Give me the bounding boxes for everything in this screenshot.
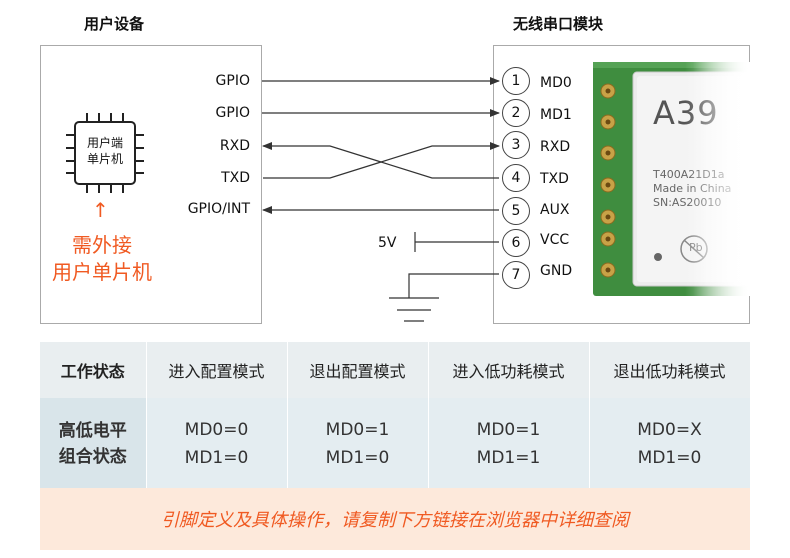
left-pin-gpio-int: GPIO/INT (187, 201, 250, 217)
pin-name-gnd: GND (540, 263, 573, 279)
pin-number-3: 3 (502, 131, 530, 159)
pin-name-txd: TXD (540, 171, 569, 187)
module-title: 无线串口模块 (513, 15, 604, 33)
table-cell: MD0=0 MD1=0 (146, 398, 288, 490)
pin-number-5: 5 (502, 197, 530, 225)
row-label-line2: 组合状态 (58, 447, 127, 467)
table-header-cell: 工作状态 (40, 342, 147, 398)
table-cell: MD0=X MD1=0 (589, 398, 751, 490)
table-cell: MD0=1 MD1=0 (287, 398, 429, 490)
pin-name-md1: MD1 (540, 107, 572, 123)
table-row-label: 高低电平 组合状态 (40, 398, 147, 490)
pin-name-vcc: VCC (540, 232, 570, 248)
wire-txd-rxd (263, 142, 500, 179)
cell-md0: MD0=1 (325, 420, 390, 440)
pin-name-rxd: RXD (540, 139, 571, 155)
pin-number-2: 2 (502, 99, 530, 127)
mcu-note-line2: 用户单片机 (52, 260, 152, 284)
pin-number-6: 6 (502, 229, 530, 257)
mcu-label-line2: 单片机 (86, 152, 123, 166)
cell-md0: MD0=X (637, 420, 702, 440)
left-pin-txd: TXD (221, 170, 250, 186)
wiring-diagram (262, 77, 500, 322)
mcu-note-line1: 需外接 (72, 233, 132, 257)
pin-name-aux: AUX (540, 202, 570, 218)
left-pin-gpio-2: GPIO (215, 105, 250, 121)
table-header-cell: 退出配置模式 (287, 342, 429, 398)
cell-md1: MD1=0 (184, 448, 249, 468)
mode-table: 工作状态 进入配置模式 退出配置模式 进入低功耗模式 退出低功耗模式 高低电平 … (40, 342, 751, 490)
wire-gnd (408, 273, 499, 298)
mcu-chip-icon (66, 113, 144, 193)
pin-number-1: 1 (502, 67, 530, 95)
left-pin-rxd: RXD (219, 138, 250, 154)
footer-note-text: 引脚定义及具体操作，请复制下方链接在浏览器中详细查阅 (161, 510, 629, 531)
mcu-note: 需外接 用户单片机 (42, 232, 162, 286)
pin-number-4: 4 (502, 164, 530, 192)
cell-md1: MD1=0 (325, 448, 390, 468)
row-label-line1: 高低电平 (58, 421, 127, 441)
table-cell: MD0=1 MD1=1 (428, 398, 590, 490)
cell-md0: MD0=0 (184, 420, 249, 440)
left-pin-gpio-1: GPIO (215, 73, 250, 89)
table-header-cell: 进入配置模式 (146, 342, 288, 398)
table-header-row: 工作状态 进入配置模式 退出配置模式 进入低功耗模式 退出低功耗模式 (40, 342, 751, 398)
table-header-cell: 进入低功耗模式 (428, 342, 590, 398)
pin-number-7: 7 (502, 261, 530, 289)
user-device-title: 用户设备 (84, 15, 145, 33)
cell-md1: MD1=0 (637, 448, 702, 468)
module-fade (685, 62, 750, 296)
cell-md0: MD0=1 (476, 420, 541, 440)
table-row: 高低电平 组合状态 MD0=0 MD1=0 MD0=1 MD1=0 MD0=1 … (40, 398, 751, 490)
table-header-cell: 退出低功耗模式 (589, 342, 751, 398)
mcu-label-line1: 用户端 (86, 136, 123, 150)
cell-md1: MD1=1 (476, 448, 541, 468)
vcc-5v-label: 5V (378, 235, 397, 251)
footer-note: 引脚定义及具体操作，请复制下方链接在浏览器中详细查阅 (40, 488, 750, 550)
up-arrow-icon: ↑ (92, 198, 109, 222)
pin-name-md0: MD0 (540, 75, 572, 91)
mcu-label: 用户端 单片机 (75, 135, 135, 167)
